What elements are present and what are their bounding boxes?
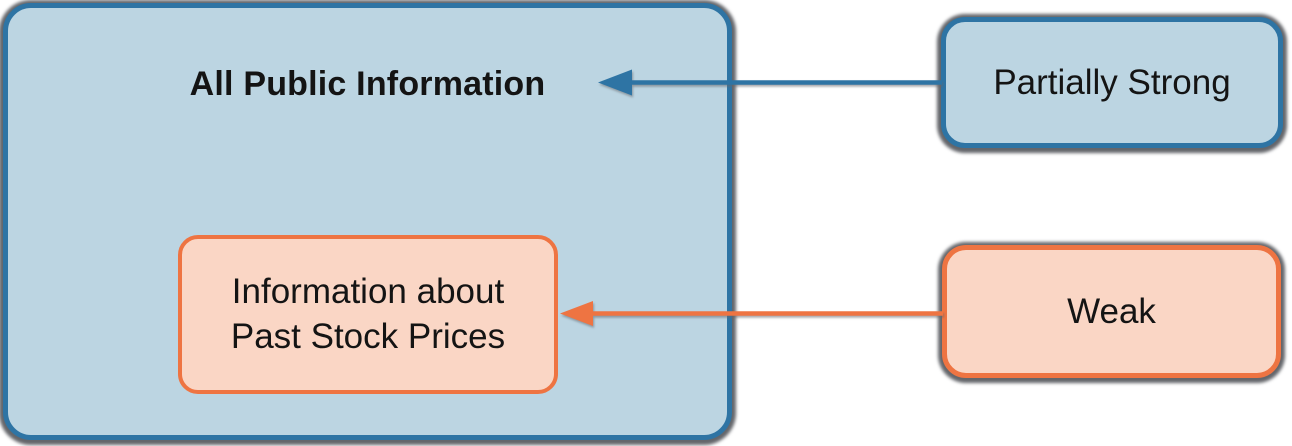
arrowhead-left-icon <box>560 301 593 326</box>
partially-strong-label: Partially Strong <box>993 62 1231 102</box>
weak-label: Weak <box>1067 291 1156 331</box>
past-stock-prices-box: Information about Past Stock Prices <box>178 235 558 394</box>
partially-strong-box: Partially Strong <box>941 17 1283 148</box>
weak-box: Weak <box>942 245 1281 378</box>
all-public-information-box: All Public Information Information about… <box>3 3 732 440</box>
arrowhead-left-icon <box>598 69 632 96</box>
past-stock-prices-label: Information about Past Stock Prices <box>230 271 506 356</box>
all-public-information-label: All Public Information <box>189 65 546 103</box>
weak-arrow <box>560 301 943 326</box>
partially-strong-arrow <box>598 69 942 96</box>
